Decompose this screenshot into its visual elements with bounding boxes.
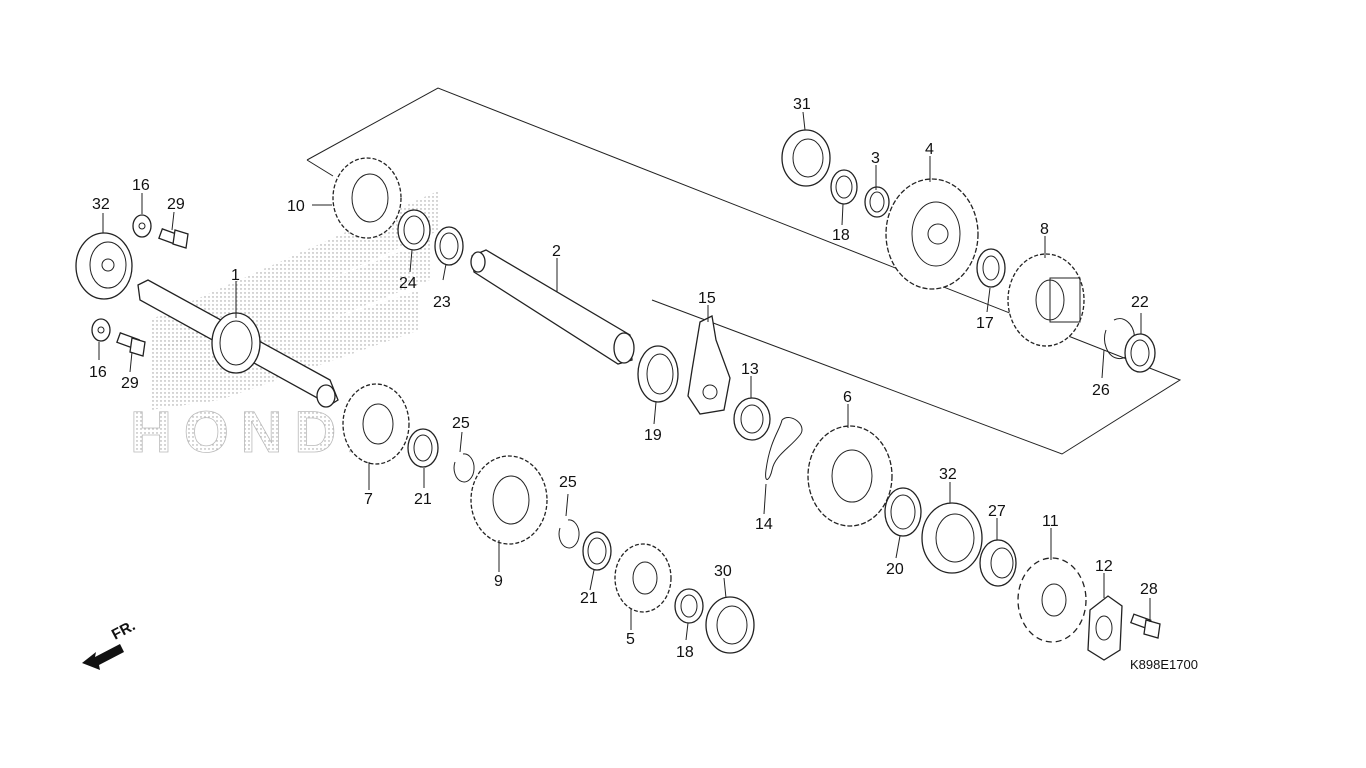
circlip-25-left	[453, 453, 475, 483]
washer-13	[733, 397, 771, 441]
diagram-code: K898E1700	[1130, 657, 1198, 672]
washer-16-upper	[132, 214, 152, 238]
washer-23	[434, 226, 464, 266]
callout-29-lower: 29	[121, 375, 139, 392]
washer-16-lower	[91, 318, 111, 342]
bushing-3	[864, 186, 890, 218]
callout-5: 5	[626, 631, 635, 648]
washer-17	[976, 248, 1006, 288]
callout-31: 31	[793, 96, 811, 113]
fixing-plate-12	[1087, 595, 1123, 661]
gear-9	[470, 455, 548, 545]
callout-28: 28	[1140, 581, 1158, 598]
bushing-24	[397, 209, 431, 251]
callout-19: 19	[644, 427, 662, 444]
callout-26: 26	[1092, 382, 1110, 399]
callout-25-left: 25	[452, 415, 470, 432]
callout-9: 9	[494, 573, 503, 590]
leader-lines	[98, 111, 1151, 641]
washer-18-upper	[830, 169, 858, 205]
callout-1: 1	[231, 267, 240, 284]
oil-seal-27	[979, 539, 1017, 587]
circlip-25-right	[558, 519, 580, 549]
callout-29-upper: 29	[167, 196, 185, 213]
bearing-32-right	[921, 502, 983, 574]
callout-21-left: 21	[414, 491, 432, 508]
callout-32-right: 32	[939, 466, 957, 483]
front-direction-label: FR.	[109, 617, 138, 643]
callout-10: 10	[287, 198, 305, 215]
callout-23: 23	[433, 294, 451, 311]
mainshaft-1	[137, 279, 339, 408]
callout-17: 17	[976, 315, 994, 332]
washer-21-right	[582, 531, 612, 571]
bolt-29-upper	[158, 228, 189, 249]
gear-7	[342, 383, 410, 465]
bolt-28	[1129, 613, 1161, 639]
callout-15: 15	[698, 290, 716, 307]
bearing-31	[781, 129, 831, 187]
callout-14: 14	[755, 516, 773, 533]
callout-22: 22	[1131, 294, 1149, 311]
gear-10	[332, 157, 402, 239]
front-direction-arrow: FR.	[82, 617, 138, 670]
callout-16-upper: 16	[132, 177, 150, 194]
gear-6	[807, 425, 893, 527]
washer-22	[1124, 333, 1156, 373]
bearing-30	[705, 596, 755, 654]
callout-6: 6	[843, 389, 852, 406]
washer-18-lower	[674, 588, 704, 624]
callout-11: 11	[1042, 513, 1059, 530]
callout-7: 7	[364, 491, 373, 508]
callout-18-upper: 18	[832, 227, 850, 244]
callout-12: 12	[1095, 558, 1113, 575]
callout-20: 20	[886, 561, 904, 578]
countershaft-2	[470, 249, 635, 365]
callout-21-right: 21	[580, 590, 598, 607]
washer-19	[637, 345, 679, 403]
gear-4	[885, 178, 979, 290]
callout-2: 2	[552, 243, 561, 260]
bolt-29-lower	[116, 332, 146, 357]
callout-30: 30	[714, 563, 732, 580]
drive-sprocket-11	[1017, 557, 1087, 643]
bearing-32-left	[75, 232, 133, 300]
stopper-plate-15	[687, 315, 731, 415]
callout-13: 13	[741, 361, 759, 378]
callout-3: 3	[871, 150, 880, 167]
callout-16-lower: 16	[89, 364, 107, 381]
spring-14	[765, 417, 803, 480]
callout-32-left: 32	[92, 196, 110, 213]
washer-20	[884, 487, 922, 537]
callout-25-right: 25	[559, 474, 577, 491]
callout-4: 4	[925, 141, 934, 158]
group-outline	[306, 87, 1182, 455]
callout-27: 27	[988, 503, 1006, 520]
callout-labels: 1 2 3 4 5 6 7 8 9 10 11 12 13 14 15 16 1…	[89, 96, 1158, 661]
gear-8	[1007, 253, 1085, 347]
callout-18-lower: 18	[676, 644, 694, 661]
washer-21-left	[407, 428, 439, 468]
gear-5	[614, 543, 672, 613]
callout-8: 8	[1040, 221, 1049, 238]
callout-24: 24	[399, 275, 417, 292]
